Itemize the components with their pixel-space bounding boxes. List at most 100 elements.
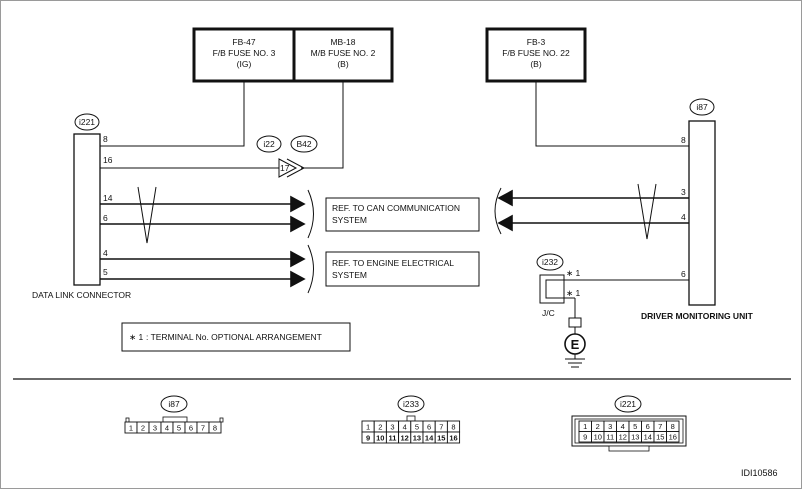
pin-cell xyxy=(666,431,680,443)
jc-optional-mark-2: ∗ 1 xyxy=(566,288,580,298)
pin-number: 13 xyxy=(413,434,421,443)
pin-number: 7 xyxy=(439,423,443,432)
pin-number: 5 xyxy=(177,424,181,433)
pinout-tag-i87: i87 xyxy=(168,399,180,409)
pin-number: 7 xyxy=(658,422,662,431)
fuse-fb47-state: (IG) xyxy=(237,59,252,69)
dlc-pin-5: 5 xyxy=(103,267,108,277)
dlc-pin-4: 4 xyxy=(103,248,108,258)
pin-number: 3 xyxy=(153,424,157,433)
twisted-pair-mark-left xyxy=(137,186,157,244)
pin-cell xyxy=(208,421,222,434)
ref-can-line1: REF. TO CAN COMMUNICATION xyxy=(332,203,460,213)
pin-number: 3 xyxy=(390,423,394,432)
dmu-pin-4: 4 xyxy=(681,212,686,222)
pin-number: 1 xyxy=(129,424,133,433)
fuse-fb3-code: FB-3 xyxy=(527,37,546,47)
pin-number: 6 xyxy=(646,422,650,431)
note-text: : TERMINAL No. OPTIONAL ARRANGEMENT xyxy=(146,332,322,342)
figure-id: IDI10586 xyxy=(741,468,778,478)
fuse-fb47-name: F/B FUSE NO. 3 xyxy=(213,48,276,58)
dmu-pin-6: 6 xyxy=(681,269,686,279)
connector-tag-i221: i221 xyxy=(79,117,95,127)
ref-can-line2: SYSTEM xyxy=(332,215,367,225)
pin-number: 4 xyxy=(165,424,169,433)
pin-number: 2 xyxy=(378,423,382,432)
dmu-pin-8: 8 xyxy=(681,135,686,145)
pin-number: 8 xyxy=(213,424,217,433)
pin-number: 15 xyxy=(656,433,664,442)
pin-cell xyxy=(446,431,461,444)
fuse-mb18-state: (B) xyxy=(337,59,349,69)
ref-engine-box: REF. TO ENGINE ELECTRICAL SYSTEM xyxy=(325,251,480,287)
pin-number: 4 xyxy=(403,423,407,432)
pin-number: 11 xyxy=(606,433,614,442)
note-star: ∗ 1 xyxy=(129,332,143,342)
pin-number: 2 xyxy=(596,422,600,431)
pin-number: 1 xyxy=(583,422,587,431)
pin-number: 5 xyxy=(633,422,637,431)
pin-number: 6 xyxy=(427,423,431,432)
can-wires-right xyxy=(497,189,689,232)
dlc-pin-8: 8 xyxy=(103,134,108,144)
ref-bracket-can-left xyxy=(307,189,314,239)
fuse-mb18-code: MB-18 xyxy=(330,37,355,47)
pin-number: 9 xyxy=(366,434,370,443)
connector-tag-b42: B42 xyxy=(296,139,311,149)
dmu-label: DRIVER MONITORING UNIT xyxy=(641,311,754,321)
ref-can-box: REF. TO CAN COMMUNICATION SYSTEM xyxy=(325,197,480,232)
fuse-fb3-state: (B) xyxy=(530,59,542,69)
fuse-mb18-name: M/B FUSE NO. 2 xyxy=(311,48,376,58)
pin-number: 8 xyxy=(671,422,675,431)
can-wires-left xyxy=(100,195,306,233)
pin-number: 2 xyxy=(141,424,145,433)
pin-number: 8 xyxy=(451,423,455,432)
ref-engine-line2: SYSTEM xyxy=(332,270,367,280)
power-wires xyxy=(100,81,689,169)
joint-connector-i232: i232 ∗ 1 ∗ 1 J/C xyxy=(536,253,689,334)
pin-number: 14 xyxy=(425,434,434,443)
pin-number: 1 xyxy=(366,423,370,432)
jc-label: J/C xyxy=(542,308,555,318)
inline-connector-i22-b42: 17 i22 B42 xyxy=(100,135,318,178)
dlc-pin-16: 16 xyxy=(103,155,113,165)
pinout-tag-i233: i233 xyxy=(403,399,419,409)
ground-label: E xyxy=(571,337,580,352)
driver-monitoring-unit: i87 8 3 4 6 DRIVER MONITORING UNIT xyxy=(641,98,754,321)
pin-number: 12 xyxy=(401,434,409,443)
data-link-connector: i221 DATA LINK CONNECTOR 8 16 14 6 4 5 xyxy=(32,113,131,300)
pin-number: 15 xyxy=(437,434,445,443)
twisted-pair-mark-right xyxy=(637,183,657,240)
junction-pin-17: 17 xyxy=(280,163,290,173)
fuse-fb47-code: FB-47 xyxy=(232,37,255,47)
fuse-fb3-name: F/B FUSE NO. 22 xyxy=(502,48,570,58)
connector-tag-i232: i232 xyxy=(542,257,558,267)
pin-number: 13 xyxy=(631,433,639,442)
pin-number: 16 xyxy=(449,434,457,443)
connector-tag-i22: i22 xyxy=(263,139,275,149)
pin-number: 10 xyxy=(594,433,602,442)
terminal-note-box: ∗ 1 : TERMINAL No. OPTIONAL ARRANGEMENT xyxy=(121,322,351,352)
pin-number: 6 xyxy=(189,424,193,433)
pin-number: 11 xyxy=(389,434,397,443)
pin-number: 10 xyxy=(376,434,384,443)
fuse-box-group: FB-47 F/B FUSE NO. 3 (IG) MB-18 M/B FUSE… xyxy=(192,27,587,83)
data-link-connector-label: DATA LINK CONNECTOR xyxy=(32,290,131,300)
dlc-pin-14: 14 xyxy=(103,193,113,203)
ref-engine-line1: REF. TO ENGINE ELECTRICAL xyxy=(332,258,454,268)
engine-wires xyxy=(100,250,306,288)
pin-number: 12 xyxy=(619,433,627,442)
ref-bracket-can-right xyxy=(494,187,502,235)
dlc-pin-6: 6 xyxy=(103,213,108,223)
pin-number: 3 xyxy=(608,422,612,431)
pinout-tag-i221: i221 xyxy=(620,399,636,409)
pin-number: 5 xyxy=(415,423,419,432)
pin-number: 16 xyxy=(669,433,677,442)
connector-tag-i87: i87 xyxy=(696,102,708,112)
pin-number: 7 xyxy=(201,424,205,433)
